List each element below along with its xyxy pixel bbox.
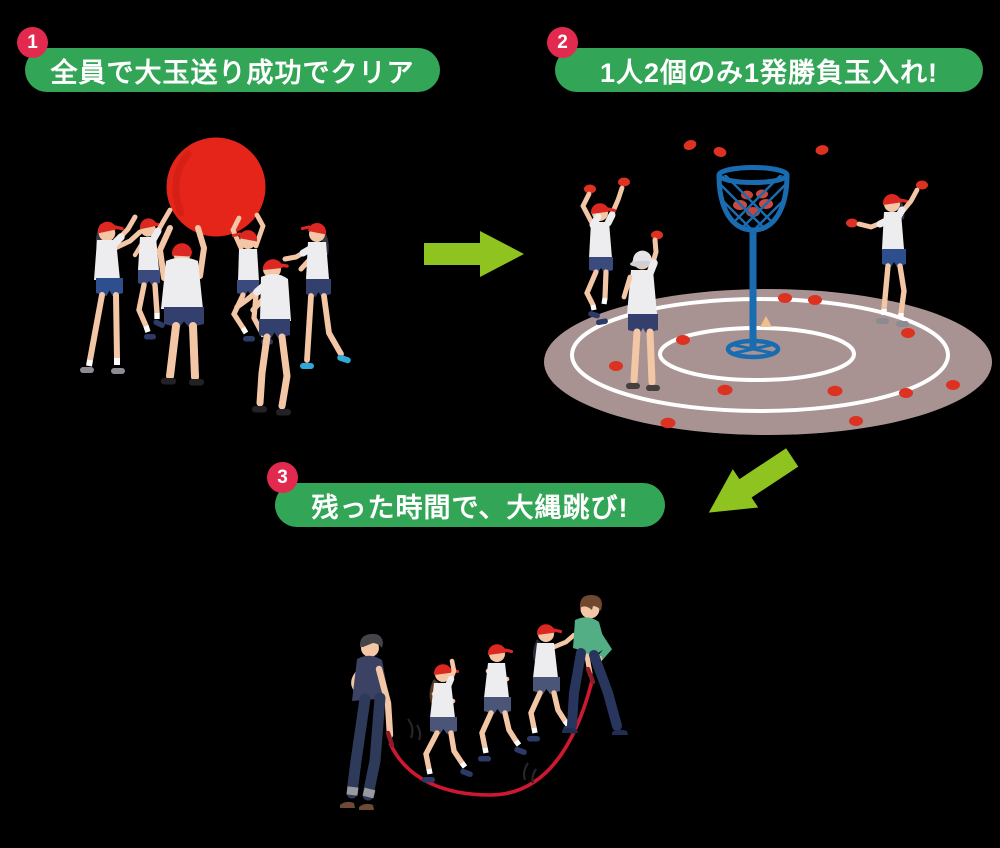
arrow-right-icon xyxy=(424,231,524,277)
step-1-number: 1 xyxy=(27,31,38,53)
jump-rope xyxy=(388,680,594,797)
child-figure xyxy=(80,214,143,374)
arrow-down-left-icon xyxy=(708,448,799,513)
step-2-banner: 2 1人2個のみ1発勝負玉入れ! xyxy=(547,27,983,92)
ground-beanbags xyxy=(609,293,960,429)
child-figure xyxy=(282,222,351,369)
scene-big-ball-pass xyxy=(80,137,351,416)
step-1-banner: 1 全員で大玉送り成功でクリア xyxy=(17,27,440,92)
child-figure xyxy=(156,225,208,386)
child-figure xyxy=(478,644,527,762)
step-3-banner: 3 残った時間で、大縄跳び! xyxy=(267,462,665,527)
step-2-label: 1人2個のみ1発勝負玉入れ! xyxy=(555,48,983,92)
tamaire-basket xyxy=(716,165,790,233)
step-2-badge: 2 xyxy=(547,27,578,58)
step-1-label: 全員で大玉送り成功でクリア xyxy=(25,48,440,92)
flying-beanbags xyxy=(683,139,829,157)
child-figure xyxy=(621,230,663,391)
adult-figure xyxy=(562,595,628,735)
marker-cone xyxy=(760,316,772,327)
child-figure xyxy=(580,177,630,326)
step-2-number: 2 xyxy=(557,31,568,53)
step-1-badge: 1 xyxy=(17,27,48,58)
tamaire-pole xyxy=(725,228,781,360)
scene-ball-toss xyxy=(544,139,992,435)
step-3-label: 残った時間で、大縄跳び! xyxy=(275,483,665,527)
step-3-badge: 3 xyxy=(267,462,298,493)
big-red-ball xyxy=(166,137,266,237)
child-figure xyxy=(132,207,173,340)
child-figure xyxy=(846,180,928,327)
step-3-number: 3 xyxy=(277,466,288,488)
tamaire-ground xyxy=(544,289,992,435)
child-figure xyxy=(422,658,473,783)
child-figure xyxy=(527,624,577,742)
scene-rope-jump xyxy=(340,595,628,810)
adult-figure xyxy=(340,633,395,810)
child-figure xyxy=(234,259,291,416)
